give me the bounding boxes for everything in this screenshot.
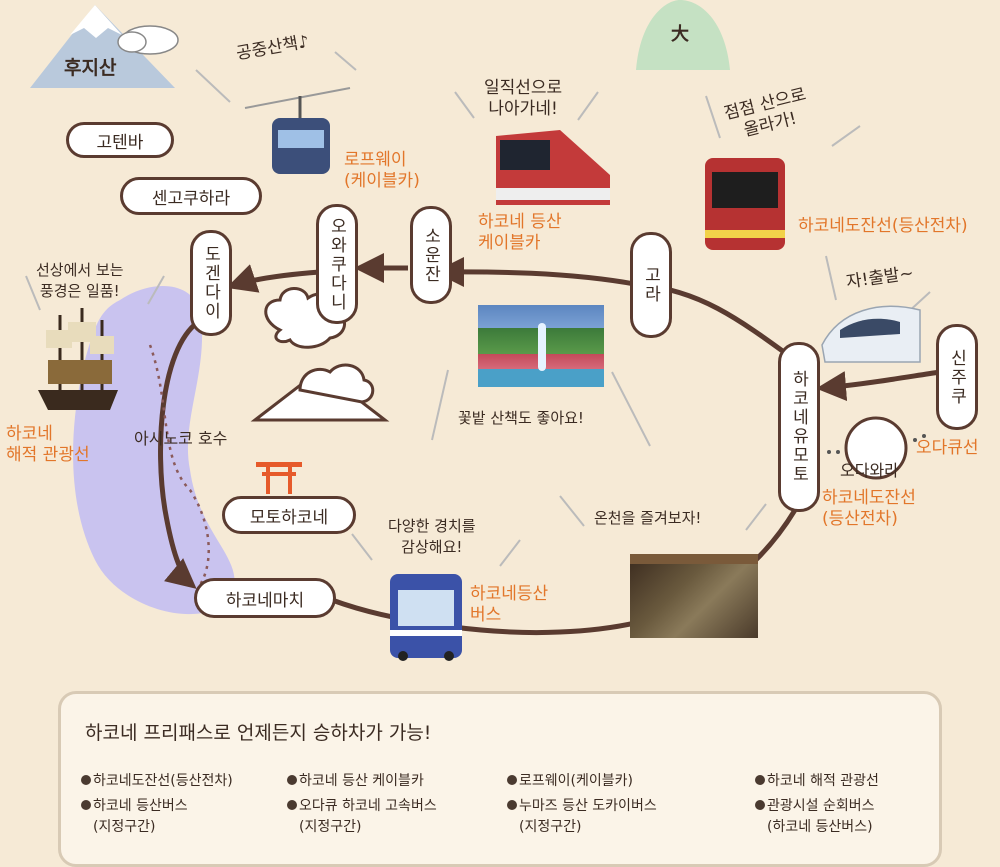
label-ropeway: 로프웨이 (케이블카) bbox=[344, 150, 420, 192]
route-left-arc bbox=[158, 319, 200, 589]
free-pass-legend: 하코네 프리패스로 언제든지 승하차가 가능! 하코네도잔선(등산전차) 하코네… bbox=[58, 691, 942, 867]
tozan-bus bbox=[390, 574, 462, 661]
caption-flower: 꽃밭 산책도 좋아요! bbox=[458, 409, 584, 427]
caption-ship-view-line1: 선상에서 보는 bbox=[36, 261, 124, 279]
pirate-ship bbox=[38, 308, 118, 410]
station-hakone-yumoto[interactable]: 하코네유모토 bbox=[778, 342, 820, 512]
caption-straight: 일직선으로 나아가네! bbox=[484, 78, 562, 120]
caption-ship-view: 선상에서 보는 풍경은 일품! bbox=[36, 260, 124, 302]
legend-item: 오다큐 하코네 고속버스 bbox=[287, 795, 437, 815]
route-owakudani-togendai bbox=[226, 264, 321, 293]
caption-straight-line2: 나아가네! bbox=[488, 99, 558, 119]
label-tozan-bus-line1: 하코네등산 bbox=[470, 584, 549, 604]
label-pirate-ship-line2: 해적 관광선 bbox=[6, 445, 90, 465]
station-owakudani[interactable]: 오와쿠다니 bbox=[316, 204, 358, 324]
caption-straight-line1: 일직선으로 bbox=[484, 78, 563, 98]
label-tozan-bus-line2: 버스 bbox=[470, 605, 502, 625]
flower-garden-photo bbox=[478, 305, 604, 387]
label-cable-car: 하코네 등산 케이블카 bbox=[478, 212, 562, 254]
caption-scenery-line1: 다양한 경치를 bbox=[388, 517, 476, 535]
label-tozan-railway-top: 하코네도잔선(등산전차) bbox=[798, 216, 968, 236]
label-tozan-railway-bottom-line2: (등산전차) bbox=[822, 509, 898, 529]
onsen-photo bbox=[630, 554, 758, 638]
bullet-icon bbox=[81, 800, 91, 810]
label-ropeway-line2: (케이블카) bbox=[344, 171, 420, 191]
fuji-label: 후지산 bbox=[64, 57, 117, 79]
legend-note: (지정구간) bbox=[299, 819, 362, 835]
bullet-icon bbox=[287, 800, 297, 810]
bullet-icon bbox=[287, 775, 297, 785]
lake-ashinoko bbox=[73, 286, 235, 615]
legend-item: 하코네 등산버스 bbox=[81, 795, 188, 815]
caption-scenery-line2: 감상해요! bbox=[401, 538, 463, 556]
caption-scenery: 다양한 경치를 감상해요! bbox=[388, 516, 476, 558]
station-odawara[interactable]: 오다와라 bbox=[840, 461, 899, 480]
station-togendai[interactable]: 도겐다이 bbox=[190, 230, 232, 336]
label-tozan-railway-bottom-line1: 하코네도잔선 bbox=[822, 488, 916, 508]
label-ropeway-line1: 로프웨이 bbox=[344, 150, 407, 170]
torii-icon bbox=[256, 462, 302, 494]
legend-item: 관광시설 순회버스 bbox=[755, 795, 875, 815]
bullet-icon bbox=[755, 800, 765, 810]
label-cable-car-line1: 하코네 등산 bbox=[478, 212, 562, 232]
mount-fuji bbox=[30, 5, 175, 88]
caption-ship-view-line2: 풍경은 일품! bbox=[39, 282, 120, 300]
station-hakonemachi[interactable]: 하코네마치 bbox=[194, 578, 336, 618]
route-shinjuku-yumoto bbox=[816, 369, 941, 402]
station-sounzan[interactable]: 소운잔 bbox=[410, 206, 452, 304]
bullet-icon bbox=[507, 775, 517, 785]
bullet-icon bbox=[755, 775, 765, 785]
label-cable-car-line2: 케이블카 bbox=[478, 233, 541, 253]
label-pirate-ship-line1: 하코네 bbox=[6, 424, 53, 444]
tozan-train bbox=[705, 158, 785, 250]
legend-title: 하코네 프리패스로 언제든지 승하차가 가능! bbox=[85, 722, 432, 744]
romancecar-train bbox=[821, 305, 921, 363]
legend-note: (하코네 등산버스) bbox=[767, 819, 873, 835]
odawara-circle bbox=[844, 416, 908, 480]
ropeway-gondola bbox=[244, 87, 351, 174]
legend-item: 하코네도잔선(등산전차) bbox=[81, 770, 233, 790]
station-shinjuku[interactable]: 신주쿠 bbox=[936, 324, 978, 430]
bullet-icon bbox=[81, 775, 91, 785]
route-lake-dotted bbox=[148, 344, 210, 586]
label-odakyu: 오다큐선 bbox=[916, 438, 979, 458]
station-sengokuhara[interactable]: 센고쿠하라 bbox=[120, 177, 262, 215]
mount-dai bbox=[636, 0, 730, 70]
dai-label: 大 bbox=[671, 24, 689, 45]
bullet-icon bbox=[507, 800, 517, 810]
legend-note: (지정구간) bbox=[93, 819, 156, 835]
legend-item: 누마즈 등산 도카이버스 bbox=[507, 795, 657, 815]
cable-car-train bbox=[496, 130, 610, 205]
station-motohakone[interactable]: 모토하코네 bbox=[222, 496, 356, 534]
label-tozan-railway-bottom: 하코네도잔선 (등산전차) bbox=[822, 488, 916, 530]
station-gotenba[interactable]: 고텐바 bbox=[66, 122, 174, 158]
legend-item: 로프웨이(케이블카) bbox=[507, 770, 633, 790]
caption-onsen: 온천을 즐겨보자! bbox=[594, 509, 702, 527]
station-gora[interactable]: 고라 bbox=[630, 232, 672, 338]
legend-item: 하코네 등산 케이블카 bbox=[287, 770, 424, 790]
lake-label: 아시노코 호수 bbox=[134, 429, 228, 448]
legend-item: 하코네 해적 관광선 bbox=[755, 770, 879, 790]
label-tozan-bus: 하코네등산 버스 bbox=[470, 584, 548, 626]
caption-ticks bbox=[25, 51, 931, 567]
cloud-icon bbox=[117, 25, 179, 55]
legend-note: (지정구간) bbox=[519, 819, 582, 835]
label-pirate-ship: 하코네 해적 관광선 bbox=[6, 424, 90, 466]
